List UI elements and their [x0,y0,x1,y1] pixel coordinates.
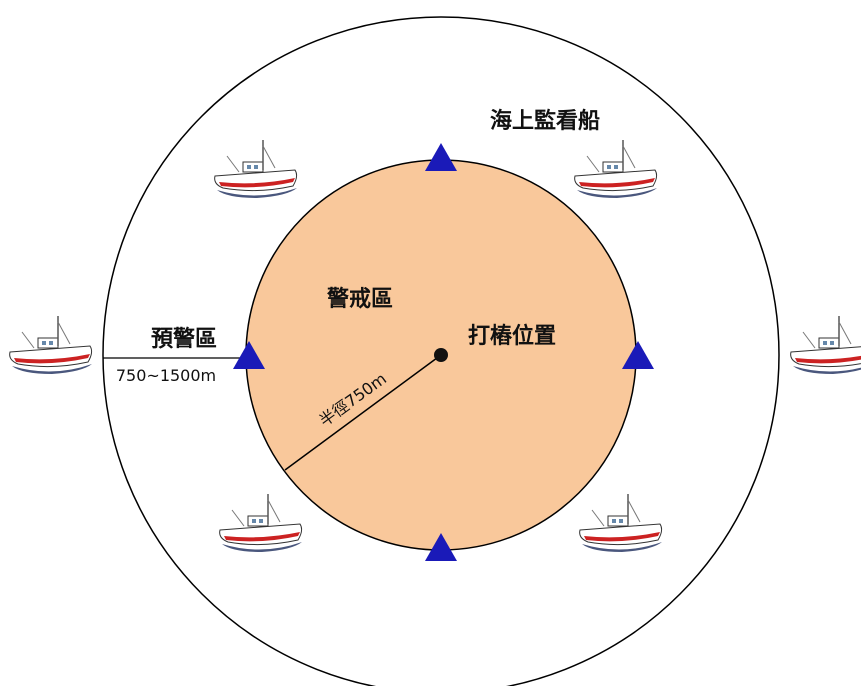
pre-warning-range-label: 750~1500m [116,366,216,385]
boat-icon [573,139,658,199]
boat-icon [218,493,303,553]
piling-position-label: 打樁位置 [468,323,556,349]
radius-line [284,354,442,471]
triangle-marker-icon [425,143,457,171]
boat-icon [578,493,663,553]
triangle-marker-icon [425,533,457,561]
boat-icon [213,139,298,199]
triangle-marker-icon [622,341,654,369]
pre-warning-zone-label: 預警區 [151,327,217,352]
pre-warning-zone-boundary [102,16,780,686]
monitor-boats-label: 海上監看船 [490,108,600,134]
triangle-marker-icon [233,341,265,369]
boat-icon [789,315,861,375]
pile-center-dot [434,348,448,362]
boat-icon [8,315,93,375]
warning-zone-label: 警戒區 [326,287,393,312]
